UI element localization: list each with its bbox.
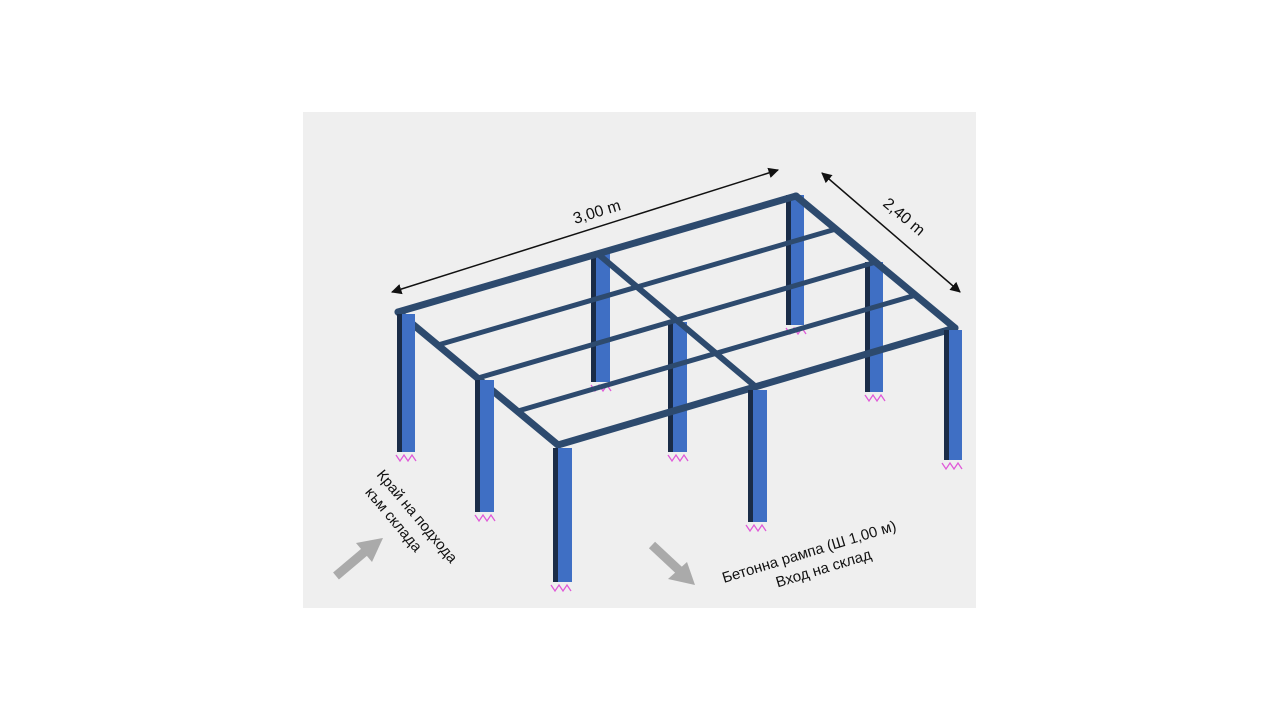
column-center (667, 322, 689, 463)
column-back-middle (590, 252, 612, 393)
front-columns (395, 314, 963, 593)
ramp-annotation: Бетонна рампа (Ш 1,00 м) Вход на склад (720, 518, 898, 592)
column-front-left (550, 448, 572, 593)
column-left-middle (474, 380, 496, 523)
column-back-right (785, 195, 807, 336)
approach-annotation: Край на подхода към склада (361, 467, 461, 567)
dimension-line-length (390, 167, 780, 295)
purlin-1 (435, 226, 839, 348)
column-front-right (941, 330, 963, 471)
column-front-middle (745, 390, 767, 533)
column-left-back (395, 314, 417, 463)
purlin-2 (475, 259, 879, 381)
dimension-line-width (821, 172, 961, 293)
approach-arrow-icon (333, 538, 383, 580)
purlin-3 (515, 292, 919, 414)
dimension-label-width: 2,40 m (879, 195, 927, 239)
dimension-label-length: 3,00 m (571, 197, 623, 228)
entrance-arrow-icon (648, 541, 695, 585)
back-columns (590, 195, 886, 463)
column-right-middle (864, 262, 886, 403)
